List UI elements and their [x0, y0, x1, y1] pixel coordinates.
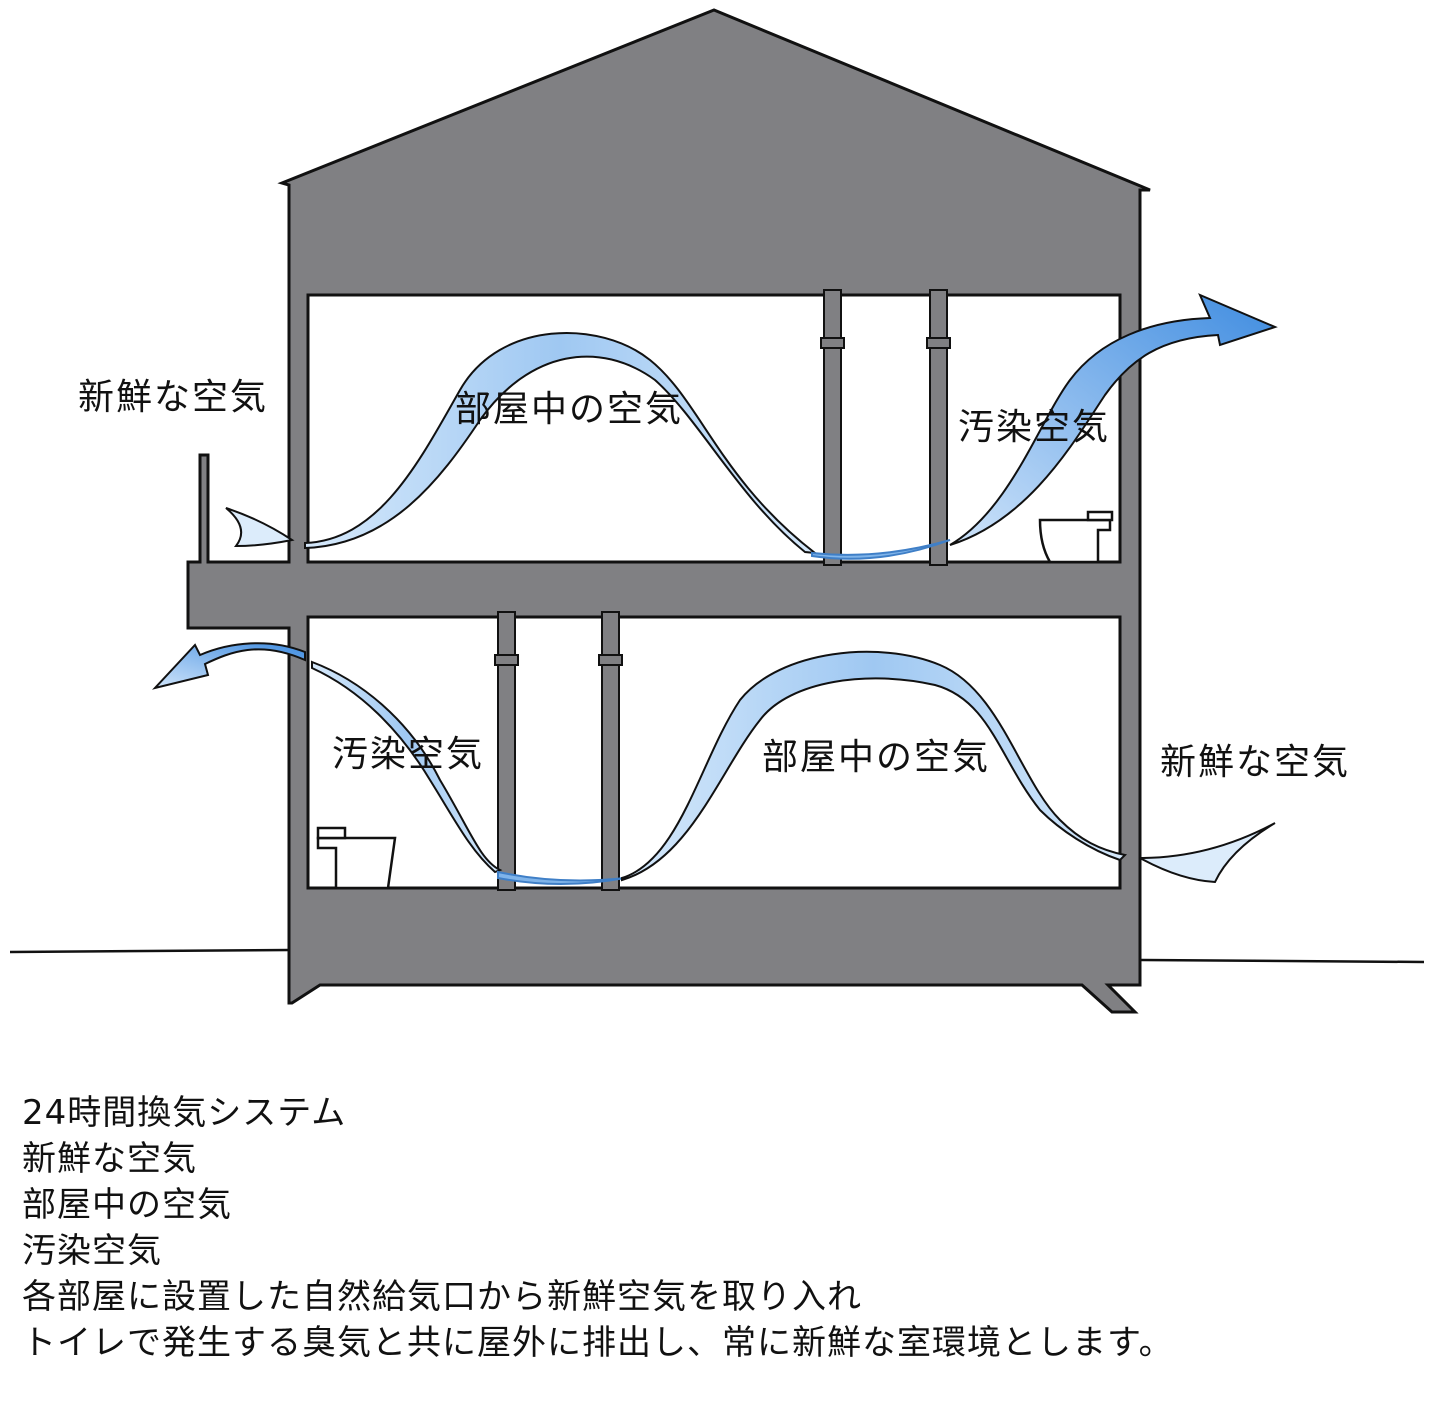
note-system-title: 24時間換気システム [22, 1093, 347, 1133]
lower-duct-wall-right [601, 611, 620, 891]
lower-duct-joint-right [598, 654, 623, 666]
lower-fresh-air-label: 新鮮な空気 [1160, 742, 1351, 783]
upper-room-airflow [304, 331, 819, 555]
lower-exhaust-arrow [151, 642, 306, 690]
lower-duct-wall-left [497, 611, 516, 891]
upper-exhaust-arrow [949, 293, 1278, 546]
lower-polluted-air-label: 汚染空気 [332, 734, 485, 775]
ground-line [9, 948, 1425, 964]
lower-toilet-icon [316, 826, 397, 890]
note-intake-description: 各部屋に設置した自然給気口から新鮮空気を取り入れ [22, 1277, 862, 1317]
upper-toilet-icon [1038, 510, 1114, 564]
upper-polluted-air-label: 汚染空気 [958, 407, 1111, 448]
upper-room-air-label: 部屋中の空気 [455, 389, 684, 430]
lower-room-air-label: 部屋中の空気 [762, 737, 991, 778]
upper-fresh-air-inlet [225, 507, 295, 548]
upper-duct-wall-left [823, 289, 842, 566]
lower-duct-joint-left [494, 654, 519, 666]
upper-duct-joint-right [926, 337, 951, 349]
house-structure [186, 8, 1151, 1014]
note-room-air: 部屋中の空気 [22, 1185, 232, 1225]
upper-duct-joint-left [820, 337, 845, 349]
note-fresh-air: 新鮮な空気 [22, 1139, 197, 1179]
note-polluted-air: 汚染空気 [22, 1231, 162, 1271]
upper-fresh-air-label: 新鮮な空気 [78, 377, 269, 418]
house-ventilation-diagram [9, 8, 1425, 1014]
upper-duct-wall-right [929, 289, 948, 566]
notes-block: 24時間換気システム 新鮮な空気 部屋中の空気 汚染空気 各部屋に設置した自然給… [22, 1090, 1412, 1366]
lower-fresh-air-inlet [1139, 822, 1276, 884]
note-exhaust-description: トイレで発生する臭気と共に屋外に排出し、常に新鮮な室環境とします。 [22, 1323, 1174, 1363]
upper-duct-airflow [811, 539, 951, 560]
lower-room-airflow [621, 650, 1128, 882]
